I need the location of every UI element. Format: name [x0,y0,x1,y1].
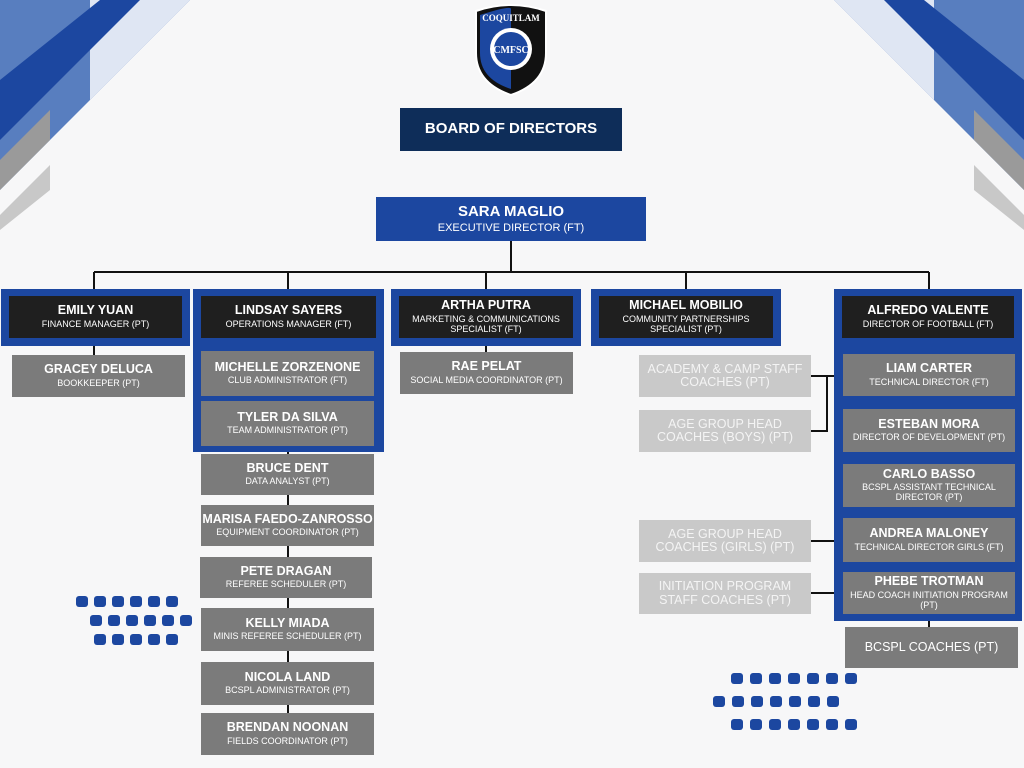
svg-text:CMFSC: CMFSC [493,45,529,56]
person-role: BCSPL ADMINISTRATOR (PT) [225,685,350,696]
person-name: MICHAEL MOBILIO [629,298,743,313]
person-role: OPERATIONS MANAGER (FT) [225,318,352,329]
person-name: MICHELLE ZORZENONE [214,359,361,374]
football-frame [834,289,1022,621]
person-role: CLUB ADMINISTRATOR (FT) [227,375,348,386]
person-name: BRUCE DENT [246,460,329,475]
person-name: PHEBE TROTMAN [874,574,984,589]
person-name: BRENDAN NOONAN [226,720,349,735]
person-name: NICOLA LAND [244,669,331,684]
person-role: DIRECTOR OF DEVELOPMENT (PT) [852,432,1006,443]
dot-pattern-left [76,596,192,645]
person-name: ANDREA MALONEY [869,526,989,541]
svg-text:COQUITLAM: COQUITLAM [482,13,540,23]
person-role: BCSPL ASSISTANT TECHNICAL DIRECTOR (PT) [862,482,996,503]
executive-director-box: SARA MAGLIO EXECUTIVE DIRECTOR (FT) [376,197,646,241]
person-name: KELLY MIADA [245,615,330,630]
person-role: FINANCE MANAGER (PT) [41,318,150,329]
coach-group-box: AGE GROUP HEAD COACHES (BOYS) (PT) [639,410,811,452]
person-role: TECHNICAL DIRECTOR (FT) [869,376,989,387]
person-name: EMILY YUAN [57,303,134,318]
board-of-directors-box: BOARD OF DIRECTORS [400,108,622,151]
person-name: ALFREDO VALENTE [867,303,989,318]
person-role: MARKETING & COMMUNICATIONS SPECIALIST (F… [412,313,560,334]
person-name: ESTEBAN MORA [878,416,980,431]
coach-group-box: AGE GROUP HEAD COACHES (GIRLS) (PT) [639,520,811,562]
person-name: SARA MAGLIO [457,202,565,220]
person-name: MARISA FAEDO-ZANROSSO [202,511,373,526]
person-name: GRACEY DELUCA [44,362,153,377]
person-role: TEAM ADMINISTRATOR (PT) [227,425,348,436]
person-name: PETE DRAGAN [240,563,332,578]
person-role: DATA ANALYST (PT) [245,476,330,487]
person-role: TECHNICAL DIRECTOR GIRLS (FT) [854,541,1004,552]
person-name: CARLO BASSO [882,466,976,481]
coach-group-box: BCSPL COACHES (PT) [845,627,1018,668]
person-role: COMMUNITY PARTNERSHIPS SPECIALIST (PT) [622,313,750,334]
person-role: EXECUTIVE DIRECTOR (FT) [437,222,585,235]
club-logo: CMFSC COQUITLAM [475,4,547,97]
person-role: DIRECTOR OF FOOTBALL (FT) [862,318,994,329]
coach-group-box: ACADEMY & CAMP STAFF COACHES (PT) [639,355,811,397]
person-role: REFEREE SCHEDULER (PT) [225,579,347,590]
person-role: FIELDS COORDINATOR (PT) [227,735,348,746]
coach-group-box: INITIATION PROGRAM STAFF COACHES (PT) [639,573,811,614]
person-role: EQUIPMENT COORDINATOR (PT) [216,527,359,538]
person-role: BOOKKEEPER (PT) [57,377,140,388]
person-name: LINDSAY SAYERS [234,303,343,318]
person-name: LIAM CARTER [885,361,973,376]
person-name: TYLER DA SILVA [237,409,338,424]
person-role: SOCIAL MEDIA COORDINATOR (PT) [410,374,563,385]
person-name: ARTHA PUTRA [441,298,531,313]
dot-pattern-right [713,673,857,730]
person-role: MINIS REFEREE SCHEDULER (PT) [213,631,362,642]
person-name: RAE PELAT [451,359,522,374]
person-role: HEAD COACH INITIATION PROGRAM (PT) [850,589,1008,610]
